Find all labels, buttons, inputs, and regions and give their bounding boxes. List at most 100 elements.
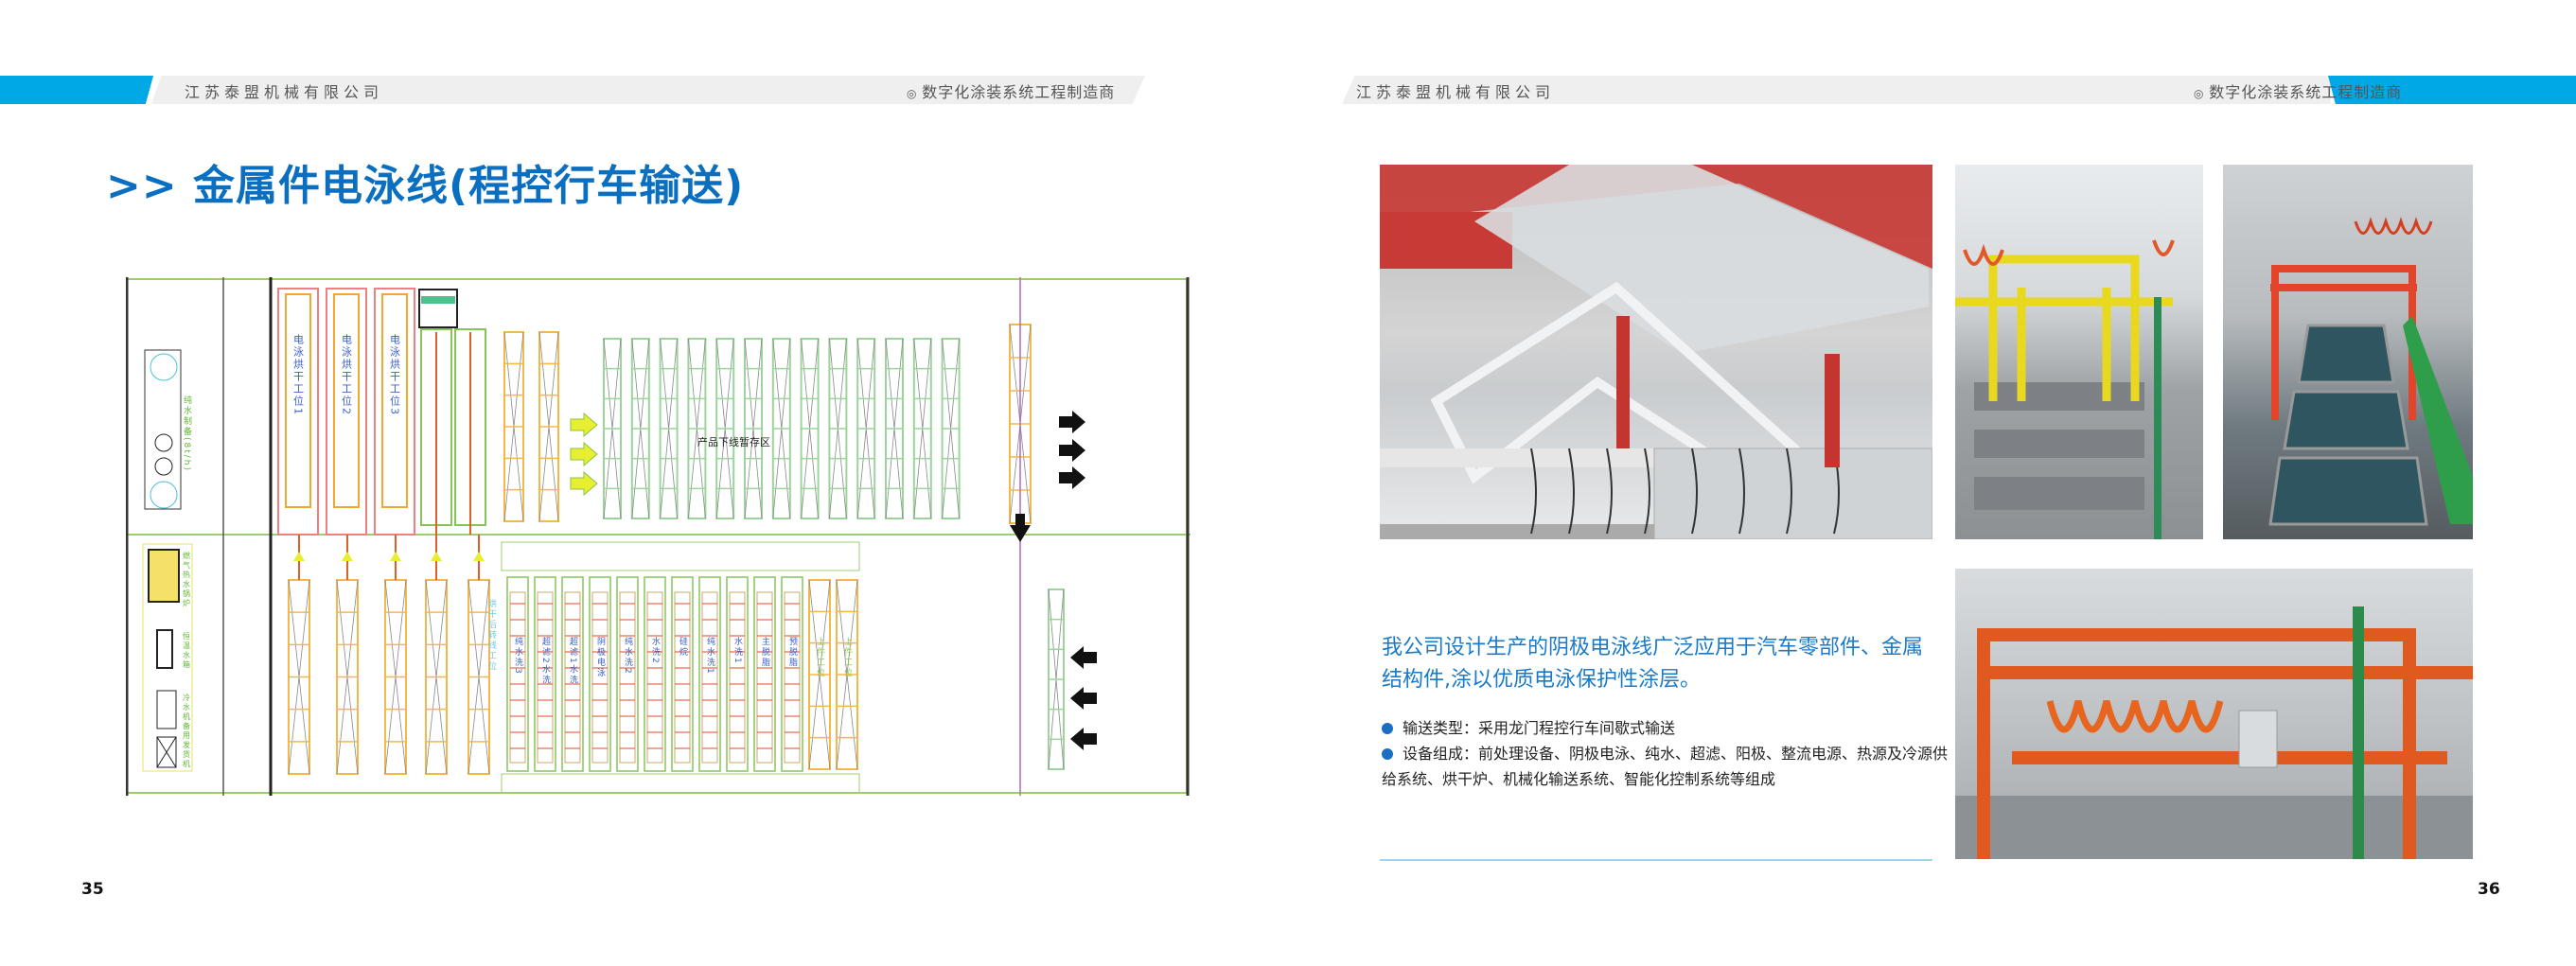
oven-label: 电泳烘干工位3 xyxy=(389,334,401,416)
entry-arrow-icon xyxy=(1070,687,1097,710)
tank-inner xyxy=(646,591,663,764)
oven-label: 电泳烘干工位2 xyxy=(341,334,353,416)
slogan-text: 数字化涂装系统工程制造商 xyxy=(922,83,1116,101)
company-name-right: 江苏泰盟机械有限公司 xyxy=(1356,83,1556,101)
tank xyxy=(698,576,721,772)
water-station xyxy=(144,349,182,510)
photo-yellow-gantry-art xyxy=(1955,239,2175,539)
up-arrow-icon xyxy=(431,552,442,561)
equipment-label: 备用发货机 xyxy=(183,721,191,769)
tank xyxy=(589,576,611,772)
equipment-label: 燃气热水锅炉 xyxy=(183,551,191,608)
tank xyxy=(616,576,639,772)
tank-label: 上件工位 xyxy=(815,637,825,678)
up-arrow-icon xyxy=(473,552,485,561)
tank-label: 上件工位 xyxy=(842,637,853,678)
divider-line xyxy=(1380,859,1932,861)
transfer-label: 烘干后转线工位 xyxy=(486,598,497,672)
slogan-right: ◎ 数字化涂装系统工程制造商 xyxy=(2194,79,2402,102)
pump-circle xyxy=(154,457,173,476)
bullet-conveying: 输送类型：采用龙门程控行车间歇式输送 xyxy=(1382,715,1950,741)
crane-station xyxy=(418,289,458,328)
page-number-left: 35 xyxy=(81,880,104,899)
exit-arrow-icon xyxy=(1059,439,1085,462)
flow-arrow-icon xyxy=(570,470,598,497)
header-band-right xyxy=(1342,76,2331,104)
walkway-top xyxy=(501,541,860,571)
equipment-label: 冷水机 xyxy=(183,693,191,722)
bullet-icon xyxy=(1382,723,1393,734)
tank-inner xyxy=(591,591,609,764)
slogan-text: 数字化涂装系统工程制造商 xyxy=(2209,83,2403,101)
oven-track xyxy=(381,293,408,508)
tank-label: 水洗2 xyxy=(650,636,661,665)
entry-arrow-icon xyxy=(1070,728,1097,750)
entry-arrow-icon xyxy=(1070,646,1097,669)
photo-overhead-crane-rack xyxy=(1380,165,1932,539)
tank-inner xyxy=(756,591,773,764)
tank xyxy=(671,576,694,772)
tank-inner xyxy=(784,591,801,764)
crane-station-fill xyxy=(421,296,455,304)
up-arrow-icon xyxy=(293,552,305,561)
company-name: 江苏泰盟机械有限公司 xyxy=(185,83,384,101)
photo-orange-gantry xyxy=(1955,569,2473,859)
header-accent-left xyxy=(0,76,153,104)
photo-red-gantry-tanks xyxy=(2223,165,2473,539)
photo-orange-gantry-art xyxy=(1955,606,2473,859)
tank-circle xyxy=(150,481,178,509)
oven-track xyxy=(333,293,360,508)
flow-arrow-icon xyxy=(570,441,598,467)
chiller xyxy=(156,690,177,729)
generator-cross xyxy=(156,736,177,768)
side-label: 纯水制备(8t/h) xyxy=(182,395,192,472)
photo-overhead-crane-rack-art xyxy=(1380,165,1932,539)
tank-inner xyxy=(674,591,691,764)
tank-inner xyxy=(564,591,581,764)
tank xyxy=(561,576,584,772)
photo-red-gantry-tanks-art xyxy=(2268,217,2473,526)
page-number-right: 36 xyxy=(2478,880,2500,899)
tank-inner xyxy=(537,591,554,764)
circle-mark-icon: ◎ xyxy=(907,87,923,100)
water-tank xyxy=(156,629,173,669)
up-arrow-icon xyxy=(390,552,401,561)
equipment-label: 恒温水箱 xyxy=(183,631,191,670)
down-arrow-icon xyxy=(1010,514,1031,542)
tank xyxy=(644,576,666,772)
tank-label: 纯水洗3 xyxy=(513,636,523,676)
tank-label: 主脱脂 xyxy=(760,636,770,668)
exit-arrow-icon xyxy=(1059,466,1085,489)
tank xyxy=(753,576,776,772)
tank-label: 纯水洗1 xyxy=(705,636,715,676)
tank xyxy=(534,576,556,772)
bullet-equipment: 设备组成：前处理设备、阴极电泳、纯水、超滤、阳极、整流电源、热源及冷源供给系统、… xyxy=(1382,741,1950,792)
pump-circle xyxy=(154,433,173,452)
oven-track xyxy=(285,293,311,508)
tank-label: 超滤1水洗 xyxy=(568,636,578,686)
walkway-bottom xyxy=(501,773,860,794)
slogan: ◎ 数字化涂装系统工程制造商 xyxy=(907,79,1115,102)
photo-yellow-gantry xyxy=(1955,165,2203,539)
oven-label: 电泳烘干工位1 xyxy=(292,334,305,416)
tank-circle xyxy=(150,353,178,381)
tank-inner xyxy=(729,591,746,764)
tank-inner xyxy=(509,591,526,764)
bullet-text: 设备组成：前处理设备、阴极电泳、纯水、超滤、阳极、整流电源、热源及冷源供给系统、… xyxy=(1382,745,1949,788)
tank-label: 水洗1 xyxy=(732,636,743,665)
generator xyxy=(156,736,177,768)
tank-label: 硅烷 xyxy=(678,636,688,658)
tank-inner xyxy=(701,591,718,764)
tank-label: 阴极电泳 xyxy=(595,637,606,678)
equipment-area xyxy=(142,543,193,772)
tank-inner xyxy=(619,591,636,764)
tank xyxy=(781,576,803,772)
bullet-text: 输送类型：采用龙门程控行车间歇式输送 xyxy=(1403,719,1676,737)
exit-arrow-icon xyxy=(1059,411,1085,433)
tank xyxy=(506,576,529,772)
intro-paragraph: 我公司设计生产的阴极电泳线广泛应用于汽车零部件、金属结构件,涂以优质电泳保护性涂… xyxy=(1382,636,1924,692)
header-band-left xyxy=(151,76,1145,104)
storage-label: 产品下线暂存区 xyxy=(697,435,770,448)
boiler xyxy=(148,549,180,603)
circle-mark-icon: ◎ xyxy=(2194,87,2210,100)
